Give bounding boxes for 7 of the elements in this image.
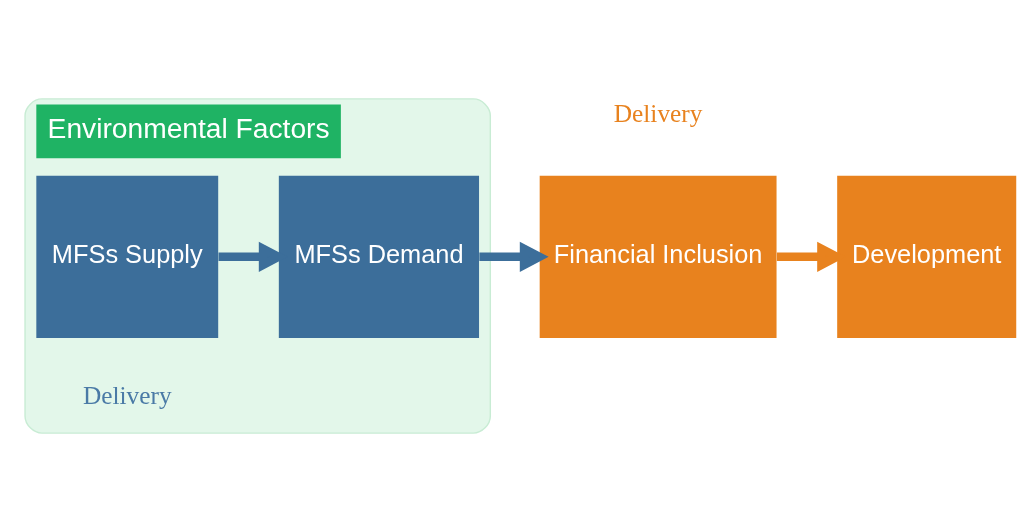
label: Delivery: [82, 381, 172, 410]
label: Delivery: [613, 99, 703, 128]
node-box: MFSs Demand: [278, 175, 480, 338]
arrow: [479, 241, 549, 272]
node-box: MFSs Supply: [36, 175, 219, 338]
node-box: Development: [837, 175, 1017, 338]
node-box: Financial Inclusion: [539, 175, 777, 338]
